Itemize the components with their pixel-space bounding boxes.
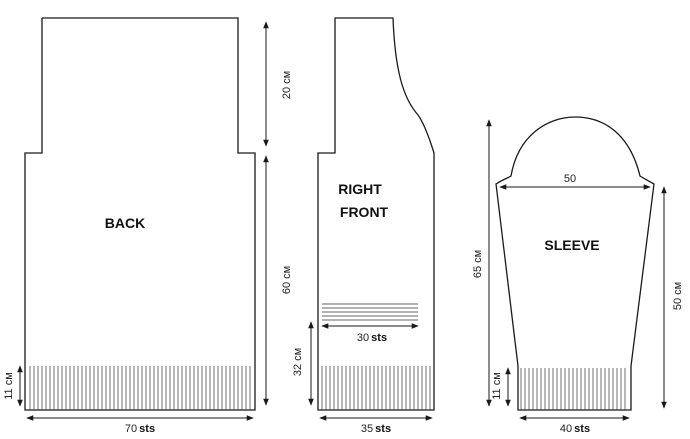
sleeve-total-height-label: 65 см: [472, 250, 484, 278]
back-label: BACK: [105, 215, 145, 231]
right-front-lower-height-label: 32 см: [292, 348, 304, 376]
back-outline: [24, 17, 256, 411]
back-upper-height-label: 20 см: [281, 71, 293, 99]
sleeve-label: SLEEVE: [544, 237, 599, 253]
right-front-label-line2: FRONT: [340, 204, 389, 220]
back-lower-height-label: 60 см: [281, 266, 293, 294]
right-front-outline: [317, 17, 435, 411]
sleeve-outline: [495, 116, 655, 411]
right-front-ribbing: [321, 366, 431, 410]
right-front-label-line1: RIGHT: [338, 181, 382, 197]
sleeve-rib-height-label: 11 см: [491, 372, 503, 400]
back-rib-height-label: 11 см: [3, 372, 15, 400]
back-ribbing: [29, 366, 251, 410]
right-front-stripes: [322, 303, 418, 321]
sleeve-cap-width-label: 50: [564, 173, 576, 185]
sleeve-ribbing: [520, 368, 626, 410]
sleeve-side-height-label: 50 см: [672, 282, 684, 310]
